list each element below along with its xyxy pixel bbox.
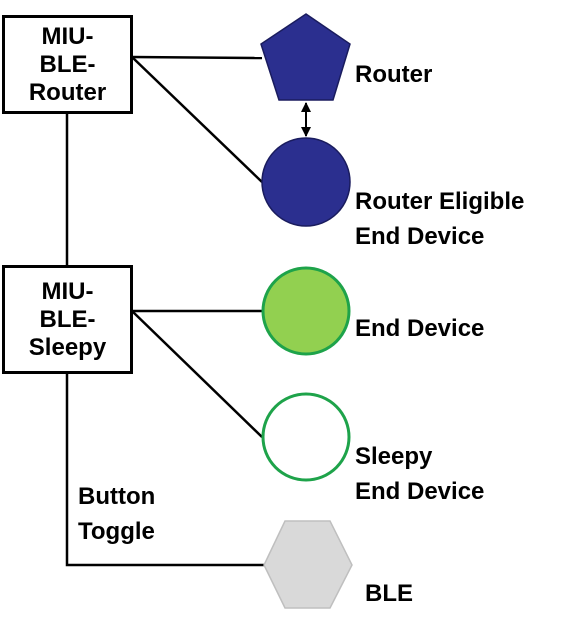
miu-ble-sleepy-line-3: Sleepy bbox=[28, 333, 107, 361]
button-toggle-label-line-2: Toggle bbox=[78, 518, 155, 545]
link-router-box-to-router bbox=[131, 55, 263, 60]
sleepy-end-device-label-line-1: Sleepy bbox=[355, 443, 433, 470]
miu-ble-sleepy-line-1: MIU- bbox=[41, 277, 94, 305]
router-eligible-end-device-circle-icon bbox=[261, 137, 351, 227]
link-sleepy-box-to-sleepy bbox=[131, 310, 263, 438]
sleepy-end-device-circle-icon bbox=[261, 392, 351, 482]
miu-ble-sleepy-box: MIU- BLE- Sleepy bbox=[2, 265, 133, 374]
router-label: Router bbox=[355, 61, 433, 88]
miu-ble-router-line-2: BLE- bbox=[39, 50, 96, 78]
miu-ble-sleepy-line-2: BLE- bbox=[39, 305, 96, 333]
link-router-box-to-reed bbox=[131, 56, 263, 183]
ble-hexagon-icon bbox=[263, 520, 353, 609]
link-button-toggle-to-ble bbox=[65, 373, 264, 567]
button-toggle-label-line-1: Button bbox=[78, 483, 156, 510]
end-device-label: End Device bbox=[355, 315, 485, 342]
miu-ble-router-line-3: Router bbox=[28, 78, 107, 106]
miu-ble-router-line-1: MIU- bbox=[41, 22, 94, 50]
ble-label: BLE bbox=[365, 580, 413, 607]
router-eligible-label-line-1: Router Eligible bbox=[355, 188, 525, 215]
miu-ble-router-box: MIU- BLE- Router bbox=[2, 15, 133, 114]
router-pentagon-icon bbox=[260, 13, 351, 101]
end-device-circle-icon bbox=[261, 266, 351, 356]
router-eligible-label-line-2: End Device bbox=[355, 223, 485, 250]
sleepy-end-device-label-line-2: End Device bbox=[355, 478, 485, 505]
